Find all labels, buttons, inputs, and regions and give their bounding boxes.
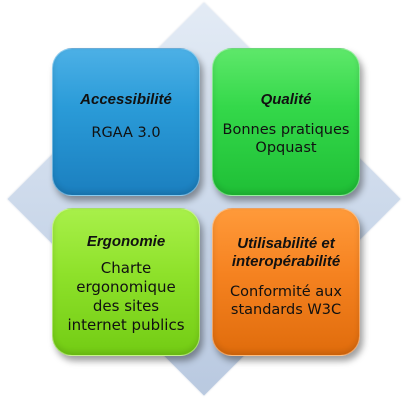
quadrant-text-line: Charte [100,259,152,277]
quadrant-text-line: Opquast [255,140,317,156]
quadrant-utilisabilite: Utilisabilité et interopérabilité Confor… [212,208,360,356]
quadrant-text-line: Bonnes pratiques [222,122,350,138]
quadrant-accessibilite: Accessibilité RGAA 3.0 [52,48,200,196]
quadrant-text-rgaa: RGAA 3.0 [91,125,161,141]
quadrant-title-utilisabilite: Utilisabilité et [237,235,335,252]
quadrant-ergonomie: Ergonomie Charte ergonomique des sites i… [52,208,200,356]
quadrant-text-line: ergonomique [76,278,176,296]
quadrant-title-interoperabilite: interopérabilité [231,253,341,270]
quadrant-title-accessibilite: Accessibilité [80,91,172,108]
quadrant-text-line: internet publics [67,316,185,334]
quadrant-text-line: des sites [92,297,160,315]
quadrant-text-line: standards W3C [230,302,342,318]
quadrant-qualite: Qualité Bonnes pratiques Opquast [212,48,360,196]
quadrant-title-qualite: Qualité [260,91,312,108]
quadrant-text-line: Conformité aux [230,284,342,300]
quadrant-title-ergonomie: Ergonomie [86,233,166,250]
